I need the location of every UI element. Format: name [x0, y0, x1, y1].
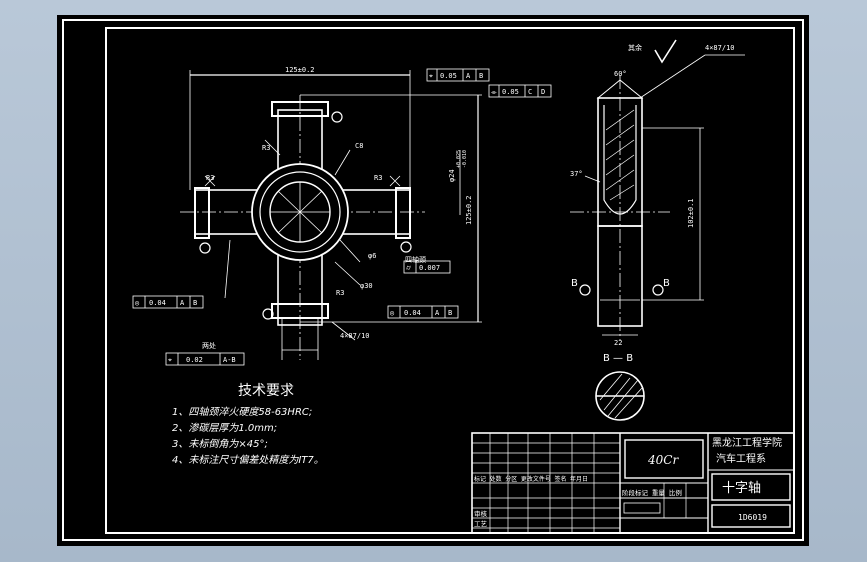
- callout-r3-a: R3: [262, 144, 270, 152]
- material-text: 40Cr: [647, 453, 679, 467]
- leader-c8: [334, 149, 351, 176]
- fcf-1-datum-b: B: [479, 72, 483, 80]
- fcf-5-symbol: ⌭: [406, 264, 411, 272]
- fcf-4: ◎ 0.04 A B: [387, 305, 459, 319]
- left-grid: [472, 433, 620, 533]
- title-block: [471, 432, 795, 534]
- inner-frame: [105, 27, 795, 534]
- fcf-2-datum-c: C: [528, 88, 532, 96]
- leader-phi6: [339, 239, 361, 263]
- note-2: 2、渗碳层厚为1.0mm;: [172, 422, 277, 434]
- rest-label: 其余: [628, 43, 642, 52]
- fcf-2-value: 0.05: [502, 88, 519, 96]
- callout-phi30: φ30: [360, 282, 373, 290]
- part-name-text: 十字轴: [722, 481, 761, 496]
- fcf-3-datum-b: B: [193, 299, 197, 307]
- drawing-no-text: 1D6019: [738, 513, 767, 522]
- leader-r3: [264, 139, 281, 156]
- surface-mark-right: [389, 175, 401, 187]
- callout-two-places: 两处: [202, 341, 216, 350]
- right-journal: [395, 187, 411, 239]
- callout-phi6: φ6: [368, 252, 376, 260]
- dim-22: 22: [614, 339, 622, 347]
- callout-c8: C8: [355, 142, 363, 150]
- leader-fcf-left: [224, 239, 231, 299]
- callout-r3-c: R3: [374, 174, 382, 182]
- left-journal: [194, 187, 210, 239]
- side-grease-right: [652, 284, 664, 296]
- fcf-5-value: 0.007: [419, 264, 440, 272]
- callout-r3-small: R3: [336, 289, 344, 297]
- section-label: B — B: [603, 353, 633, 364]
- department-text: 汽车工程系: [716, 452, 766, 465]
- top-journal: [271, 101, 329, 117]
- drawing-no-box: [711, 504, 791, 528]
- stage-row-label: 阶段标记 重量 比例: [622, 488, 682, 497]
- process-label: 工艺: [474, 520, 488, 528]
- callout-four-axis: 四轴颈: [405, 255, 426, 264]
- grease-hole-bottom: [262, 308, 274, 320]
- tol-minus: -0.010: [462, 150, 468, 168]
- grease-hole-right: [400, 241, 412, 253]
- surface-mark-left: [204, 175, 216, 187]
- school-text: 黑龙江工程学院: [712, 436, 782, 449]
- fcf-1-value: 0.05: [440, 72, 457, 80]
- fcf-5: ⌭ 0.007: [403, 260, 451, 274]
- side-grease-left: [579, 284, 591, 296]
- stage-box: [623, 502, 661, 514]
- dim-angle-60: 60°: [614, 70, 627, 78]
- leader-hole-note: [331, 321, 356, 341]
- fcf-6-value: 0.02: [186, 356, 203, 364]
- fcf-3-symbol: ◎: [135, 299, 140, 307]
- review-label: 审核: [474, 509, 488, 518]
- fcf-1-symbol: ⌖: [429, 72, 433, 80]
- fcf-4-datum-b: B: [448, 309, 452, 317]
- grease-hole-top: [331, 111, 343, 123]
- side-leader-hole-note: [639, 54, 706, 99]
- dim-bore-dia: φ24: [448, 169, 456, 182]
- fcf-4-value: 0.04: [404, 309, 421, 317]
- notes-title: 技术要求: [238, 383, 294, 399]
- section-mark-right: B: [663, 278, 670, 289]
- dim-side-length: 102±0.1: [687, 198, 695, 228]
- dim-hole-note-side: 4×87/10: [705, 44, 735, 52]
- note-1: 1、四轴颈淬火硬度58-63HRC;: [172, 406, 312, 418]
- fcf-6: ⌖ 0.02 A-B: [165, 352, 245, 366]
- callout-r3-b: R3: [206, 174, 214, 182]
- outer-frame: [62, 19, 804, 541]
- hub-ring: [259, 171, 341, 253]
- fcf-6-datum: A-B: [223, 356, 236, 364]
- front-view: [180, 70, 482, 360]
- fcf-2-symbol: ⌯: [491, 88, 497, 96]
- grease-hole-left: [199, 242, 211, 254]
- material-box: [624, 439, 704, 479]
- dim-hole-note: 4×87/10: [340, 332, 370, 340]
- dim-top-length: 125±0.2: [285, 66, 315, 74]
- revision-row-label: 标记 处数 分区 更改文件号 签名 年月日: [474, 475, 588, 483]
- surface-finish-symbol: [654, 39, 677, 64]
- fcf-6-symbol: ⌖: [168, 356, 172, 364]
- fcf-1-datum-a: A: [466, 72, 471, 80]
- fcf-2-datum-d: D: [541, 88, 545, 96]
- fcf-3-value: 0.04: [149, 299, 166, 307]
- fcf-3-datum-a: A: [180, 299, 185, 307]
- leader-phi30: [334, 261, 361, 286]
- angle-37-leader: [584, 175, 601, 183]
- part-name-box: [711, 473, 791, 501]
- fcf-2: ⌯ 0.05 C D: [488, 84, 552, 98]
- fcf-4-symbol: ◎: [390, 309, 395, 317]
- note-3: 3、未标倒角为×45°;: [172, 438, 268, 450]
- dim-right-height: 125±0.2: [465, 195, 473, 225]
- note-4: 4、未标注尺寸偏差处精度为IT7。: [172, 454, 324, 466]
- side-view: [570, 39, 745, 421]
- fcf-4-datum-a: A: [435, 309, 440, 317]
- fcf-1: ⌖ 0.05 A B: [426, 68, 490, 82]
- section-mark-left: B: [571, 278, 578, 289]
- sheet-border: [57, 15, 809, 546]
- tol-plus: +0.025: [456, 150, 462, 168]
- dim-angle-37: 37°: [570, 170, 583, 178]
- fcf-3: ◎ 0.04 A B: [132, 295, 204, 309]
